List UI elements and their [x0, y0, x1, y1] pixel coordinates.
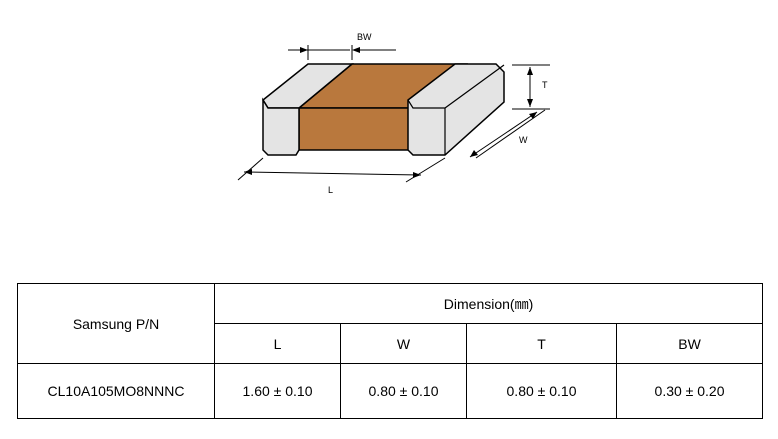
bw-dimension: BW: [288, 32, 396, 60]
column-header-bw: BW: [615, 323, 764, 364]
value-w-cell: 0.80 ± 0.10: [340, 363, 467, 419]
l-label: L: [328, 185, 333, 195]
bw-label: BW: [357, 32, 372, 42]
value-bw-cell: 0.30 ± 0.20: [615, 363, 764, 419]
value-l-cell: 1.60 ± 0.10: [214, 363, 341, 419]
table-row: CL10A105MO8NNNC 1.60 ± 0.10 0.80 ± 0.10 …: [17, 363, 764, 419]
column-header-t: T: [466, 323, 617, 364]
part-number-cell: CL10A105MO8NNNC: [17, 363, 215, 419]
l-dimension: L: [237, 157, 446, 195]
header-dimension: Dimension(㎜): [213, 283, 764, 324]
column-header-w: W: [340, 323, 467, 364]
column-header-l: L: [214, 323, 341, 364]
left-terminal: [262, 63, 355, 156]
w-dimension: W: [469, 109, 546, 159]
t-dimension: T: [512, 64, 550, 110]
capacitor-dimension-diagram: BW T W L: [237, 32, 550, 195]
w-label: W: [519, 135, 528, 145]
t-label: T: [542, 80, 548, 90]
value-t-cell: 0.80 ± 0.10: [466, 363, 617, 419]
dimension-table: Samsung P/N Dimension(㎜) L W T BW CL10A1…: [17, 283, 764, 419]
header-samsung-pn: Samsung P/N: [17, 283, 215, 364]
right-terminal: [407, 63, 505, 156]
